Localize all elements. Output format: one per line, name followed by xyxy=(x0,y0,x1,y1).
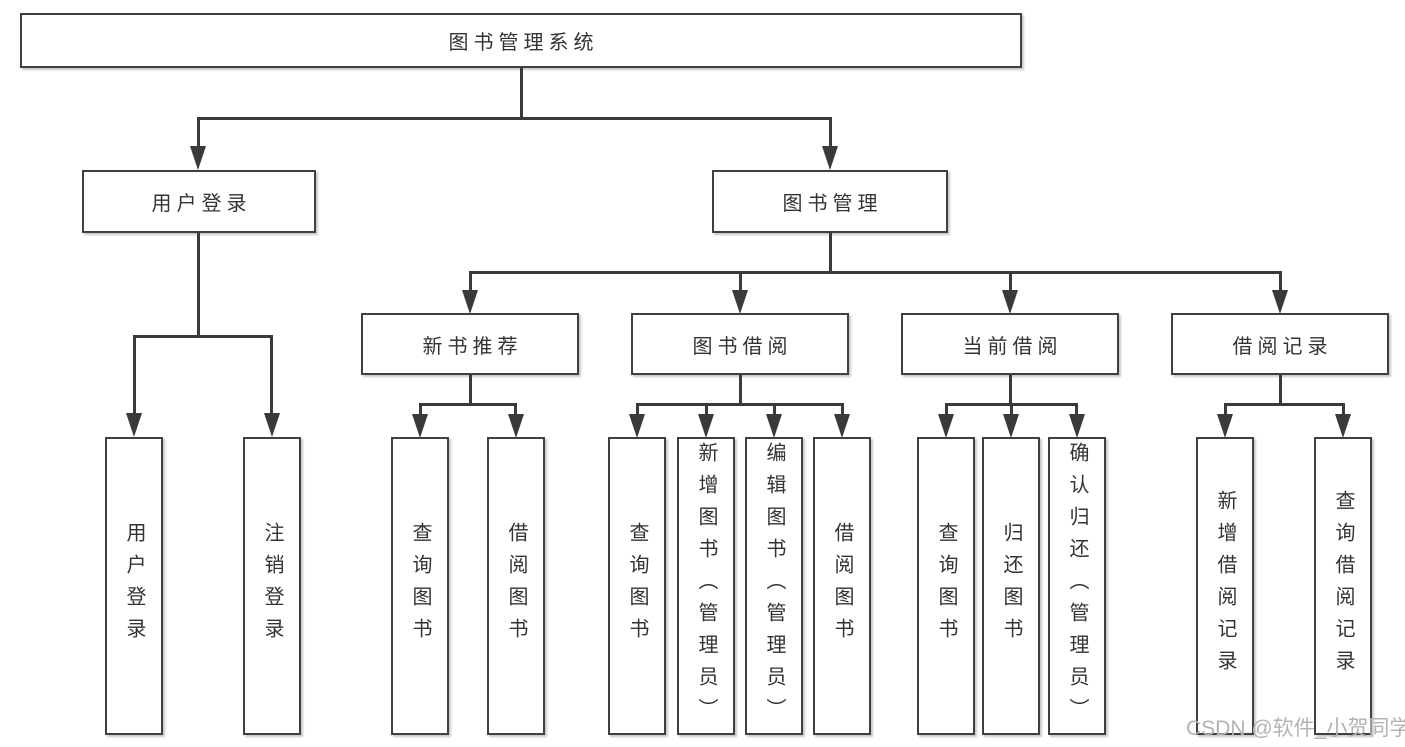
leaf-br-add-borrow-record: 新增借阅记录 xyxy=(1196,437,1254,735)
arrowhead-down xyxy=(698,414,714,438)
connector-line xyxy=(197,233,200,338)
leaf-cb-return-books: 归还图书 xyxy=(982,437,1040,735)
leaf-bb-borrow-books: 借阅图书 xyxy=(813,437,871,735)
leaf-bb-edit-books-admin: 编辑图书（管理员） xyxy=(745,437,803,735)
node-current-borrowing: 当前借阅 xyxy=(901,313,1119,375)
connector-line xyxy=(773,403,776,415)
watermark: CSDN @软件_小贺同学 xyxy=(1186,717,1405,740)
leaf-bb-query-books: 查询图书 xyxy=(608,437,666,735)
arrowhead-down xyxy=(766,414,782,438)
connector-line xyxy=(419,403,422,415)
arrowhead-down xyxy=(1272,290,1288,314)
arrowhead-down xyxy=(629,414,645,438)
connector-line xyxy=(1075,403,1078,415)
connector-line xyxy=(945,403,948,415)
connector-line xyxy=(270,335,273,414)
connector-line xyxy=(1279,375,1282,406)
node-book-borrowing: 图书借阅 xyxy=(631,313,849,375)
arrowhead-down xyxy=(412,414,428,438)
node-borrowing-records: 借阅记录 xyxy=(1171,313,1389,375)
leaf-br-query-borrow-record: 查询借阅记录 xyxy=(1314,437,1372,735)
arrowhead-down xyxy=(822,146,838,170)
node-book-management: 图书管理 xyxy=(712,170,948,233)
connector-line xyxy=(419,403,517,406)
leaf-cb-query-books: 查询图书 xyxy=(917,437,975,735)
node-user-login: 用户登录 xyxy=(82,170,316,233)
connector-line xyxy=(841,403,844,415)
connector-line xyxy=(1224,403,1227,415)
connector-line xyxy=(1342,403,1345,415)
arrowhead-down xyxy=(732,290,748,314)
connector-line xyxy=(1224,403,1344,406)
arrowhead-down xyxy=(264,413,280,437)
connector-line xyxy=(1279,271,1282,291)
connector-line xyxy=(133,335,273,338)
connector-line xyxy=(1010,403,1013,415)
connector-line xyxy=(520,68,523,118)
connector-line xyxy=(636,403,639,415)
connector-line xyxy=(739,271,742,291)
node-root: 图书管理系统 xyxy=(20,13,1022,68)
connector-line xyxy=(133,335,136,414)
arrowhead-down xyxy=(508,414,524,438)
leaf-bb-add-books-admin: 新增图书（管理员） xyxy=(677,437,735,735)
arrowhead-down xyxy=(834,414,850,438)
arrowhead-down xyxy=(190,146,206,170)
leaf-cb-confirm-return-admin: 确认归还（管理员） xyxy=(1048,437,1106,735)
leaf-nb-query-books: 查询图书 xyxy=(391,437,449,735)
arrowhead-down xyxy=(1335,414,1351,438)
node-new-book-recommend: 新书推荐 xyxy=(361,313,579,375)
leaf-logout: 注销登录 xyxy=(243,437,301,735)
connector-line xyxy=(705,403,708,415)
arrowhead-down xyxy=(1002,290,1018,314)
connector-line xyxy=(636,403,843,406)
connector-line xyxy=(739,375,742,406)
connector-line xyxy=(1009,271,1012,291)
leaf-nb-borrow-books: 借阅图书 xyxy=(487,437,545,735)
connector-line xyxy=(197,117,200,148)
connector-line xyxy=(469,271,472,291)
connector-line xyxy=(198,117,832,120)
connector-line xyxy=(469,271,1281,274)
connector-line xyxy=(1009,375,1012,406)
arrowhead-down xyxy=(1217,414,1233,438)
leaf-user-login: 用户登录 xyxy=(105,437,163,735)
connector-line xyxy=(829,233,832,274)
connector-line xyxy=(829,117,832,148)
connector-line xyxy=(514,403,517,415)
arrowhead-down xyxy=(462,290,478,314)
arrowhead-down xyxy=(126,413,142,437)
connector-line xyxy=(469,375,472,406)
arrowhead-down xyxy=(1003,414,1019,438)
arrowhead-down xyxy=(1069,414,1085,438)
arrowhead-down xyxy=(938,414,954,438)
